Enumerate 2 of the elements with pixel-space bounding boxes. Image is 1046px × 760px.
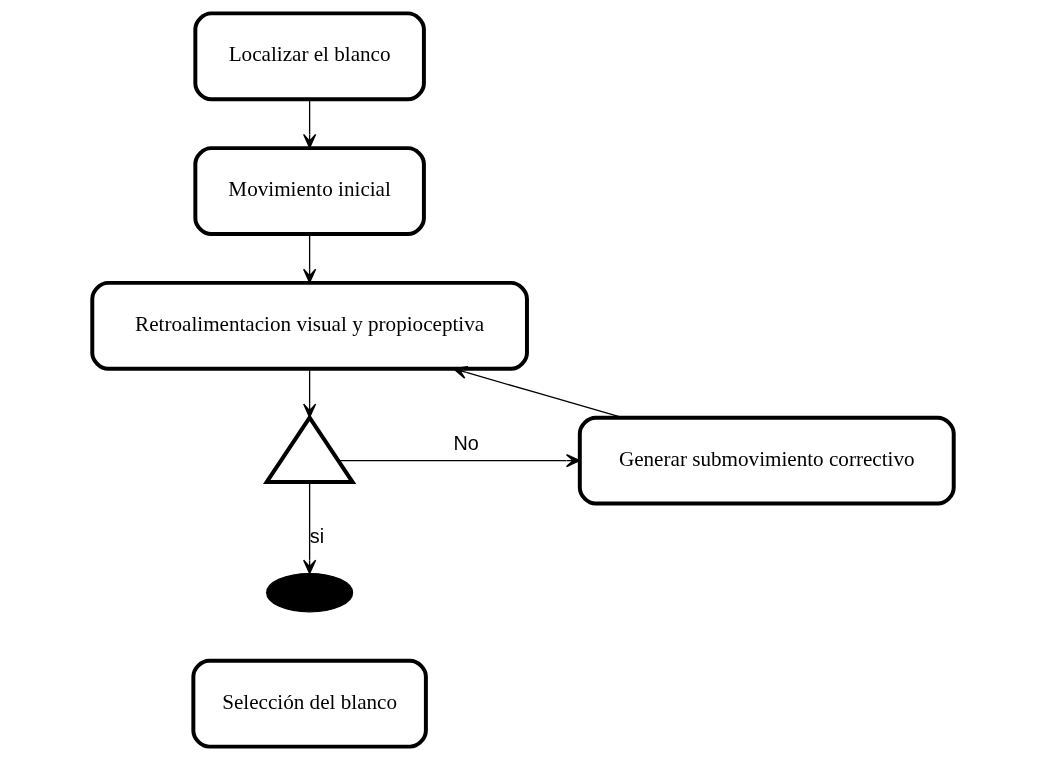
edge-label: No [453,432,479,455]
edge-label: si [309,525,325,548]
